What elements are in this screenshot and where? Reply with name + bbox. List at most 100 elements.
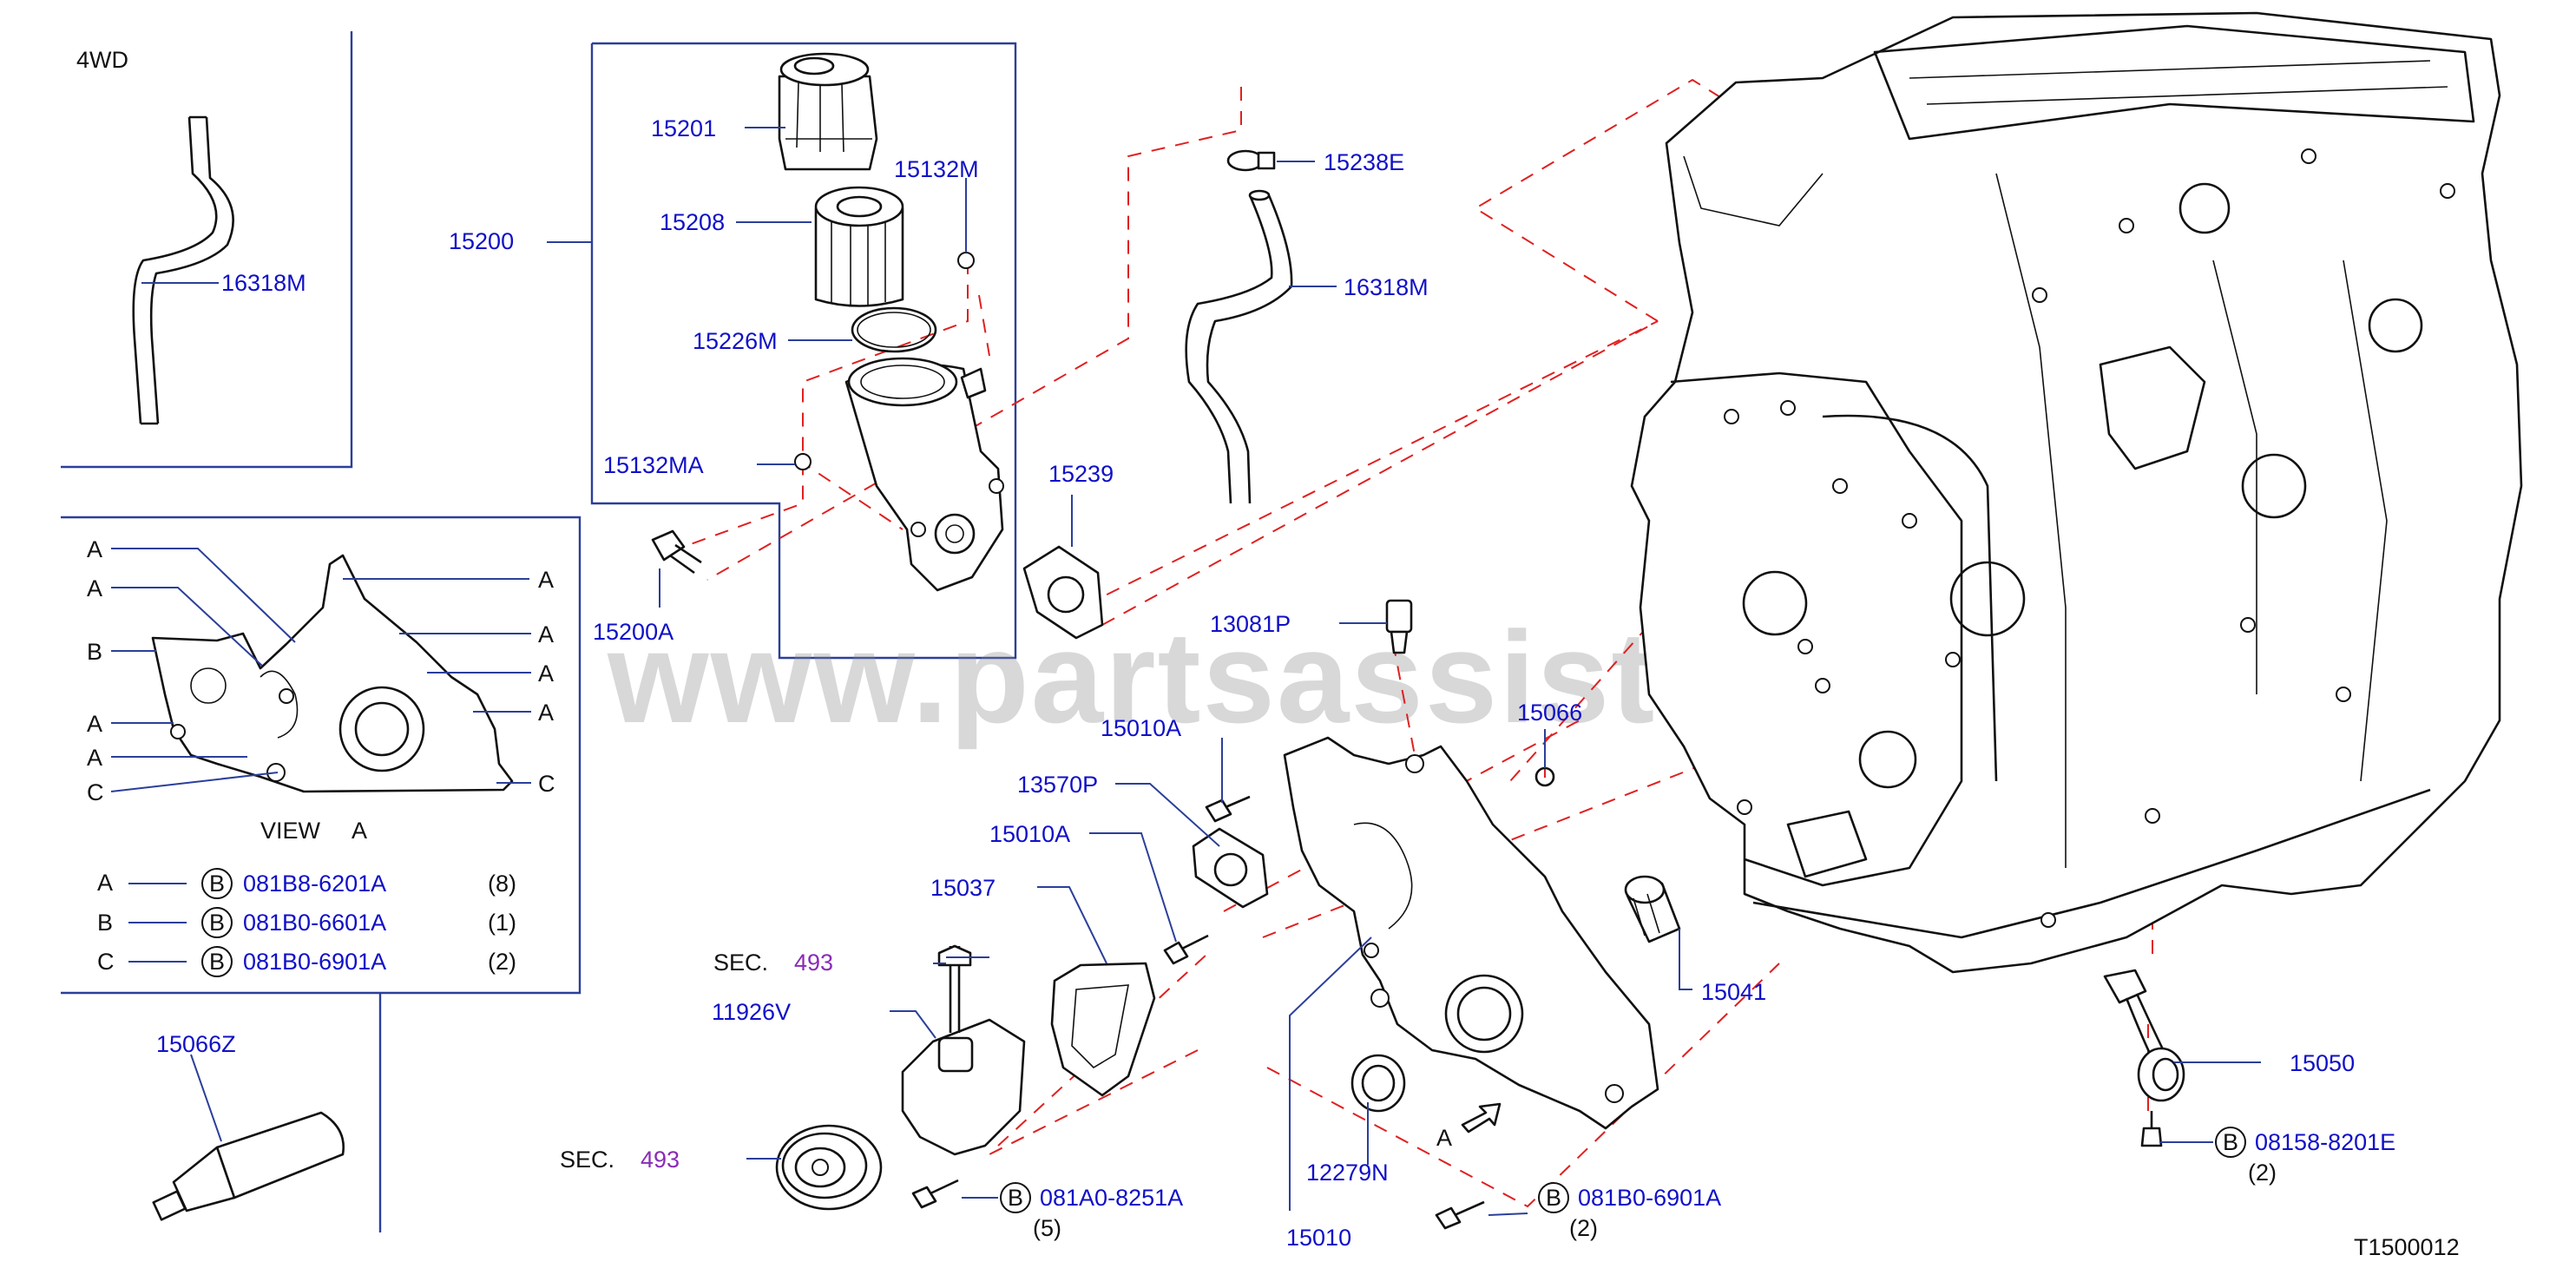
- b-marker-icon: [201, 907, 233, 938]
- part-label-15238E[interactable]: 15238E: [1324, 149, 1404, 175]
- legend-part-number[interactable]: 081B0-6601A: [243, 910, 386, 936]
- part-label-11926V[interactable]: 11926V: [712, 999, 791, 1025]
- part-label-15132M[interactable]: 15132M: [894, 156, 979, 182]
- seal-12279N: [1350, 1054, 1406, 1113]
- bolt-part-number[interactable]: 08158-8201E: [2255, 1129, 2395, 1155]
- direction-arrow-icon: [1461, 1102, 1502, 1134]
- b-marker-icon: [201, 946, 233, 977]
- pulley: [775, 1124, 883, 1211]
- bolt-15010A-mid: [1163, 934, 1209, 965]
- oil-tube-15050: [2103, 969, 2185, 1102]
- legend-row: C B 081B0-6901A (2): [97, 946, 516, 977]
- clamp-15238E: [1226, 149, 1276, 172]
- hose-16318M-left: [132, 115, 234, 425]
- section-ref-upper: SEC. 493: [713, 950, 833, 976]
- part-label-15226M[interactable]: 15226M: [693, 328, 778, 354]
- part-label-15010[interactable]: 15010: [1286, 1225, 1351, 1251]
- bolt-qty: (5): [1033, 1215, 1061, 1241]
- view-point-letter: C: [87, 779, 104, 805]
- bolt-part-number[interactable]: 081A0-8251A: [1040, 1185, 1183, 1211]
- view-a-right-letters: A A A A C: [538, 567, 555, 797]
- part-label-15050[interactable]: 15050: [2290, 1050, 2355, 1076]
- sensor-13081P: [1385, 599, 1413, 654]
- part-label-12279N[interactable]: 12279N: [1306, 1160, 1389, 1186]
- plug-15132MA: [794, 453, 812, 470]
- legend-letter: C: [97, 949, 115, 975]
- bolt-marker: B: [1008, 1185, 1023, 1211]
- section-prefix: SEC.: [560, 1147, 614, 1173]
- part-label-15066[interactable]: 15066: [1517, 700, 1582, 726]
- plug-15132M: [957, 252, 975, 269]
- bearing-15041: [1624, 875, 1681, 943]
- part-label-15010A-mid[interactable]: 15010A: [989, 821, 1070, 847]
- bolt-qty: (2): [1569, 1215, 1598, 1241]
- part-label-16318M-right[interactable]: 16318M: [1344, 274, 1429, 300]
- variant-label: 4WD: [76, 47, 128, 73]
- part-label-13081P[interactable]: 13081P: [1210, 611, 1291, 637]
- legend-row: B B 081B0-6601A (1): [97, 907, 516, 938]
- view-letter: A: [352, 818, 367, 844]
- section-number[interactable]: 493: [794, 950, 833, 976]
- b-marker-icon: [201, 868, 233, 899]
- view-point-letter: A: [538, 660, 554, 687]
- view-arrow-letter: A: [1436, 1125, 1452, 1151]
- view-point-letter: A: [538, 567, 554, 593]
- view-a-leaders: [110, 548, 531, 792]
- part-label-13570P[interactable]: 13570P: [1017, 772, 1098, 798]
- o-ring-15226M: [851, 306, 937, 353]
- engine-block: [1630, 11, 2523, 974]
- part-label-15239[interactable]: 15239: [1048, 461, 1114, 487]
- section-prefix: SEC.: [713, 950, 768, 976]
- block-bolts: [1724, 148, 2455, 928]
- part-label-16318M[interactable]: 16318M: [221, 270, 306, 296]
- bolt-legend: A B 081B8-6201A (8) B B 081B0-6601A (1) …: [97, 868, 516, 977]
- part-label-15066Z[interactable]: 15066Z: [156, 1031, 236, 1057]
- legend-part-number[interactable]: 081B8-6201A: [243, 871, 386, 897]
- section-number[interactable]: 493: [641, 1147, 680, 1173]
- view-point-letter: A: [87, 745, 102, 771]
- legend-row: A B 081B8-6201A (8): [97, 868, 516, 899]
- part-label-15200A[interactable]: 15200A: [593, 619, 674, 645]
- legend-qty: (2): [488, 949, 516, 975]
- diagram-id: T1500012: [2354, 1234, 2460, 1260]
- legend-part-number[interactable]: 081B0-6901A: [243, 949, 386, 975]
- part-label-15010A[interactable]: 15010A: [1101, 715, 1181, 741]
- view-point-letter: A: [538, 700, 554, 726]
- gasket-13570P: [1192, 827, 1269, 909]
- sealant-tube-15066Z: [152, 1111, 345, 1221]
- view-point-letter: A: [87, 536, 102, 562]
- view-title: VIEW: [260, 818, 321, 844]
- bolt-15010A-top: [1205, 795, 1251, 823]
- legend-letter: A: [97, 870, 113, 896]
- panel-frames: [61, 31, 1017, 1232]
- water-pump-11926V: [901, 944, 1026, 1156]
- part-label-15132MA[interactable]: 15132MA: [603, 452, 704, 478]
- view-point-letter: A: [87, 575, 102, 601]
- b-marker-icon: [2215, 1127, 2246, 1158]
- part-label-15201[interactable]: 15201: [651, 115, 716, 141]
- part-label-15037[interactable]: 15037: [930, 875, 996, 901]
- part-label-15200[interactable]: 15200: [449, 228, 514, 254]
- leader-lines: [547, 127, 2261, 1216]
- view-point-letter: A: [538, 621, 554, 647]
- oil-filter-cap-15201: [778, 52, 878, 171]
- view-point-letter: B: [87, 639, 102, 665]
- bolt-part-number[interactable]: 081B0-6901A: [1578, 1185, 1721, 1211]
- bolt-callout: B 081A0-8251A (5): [1000, 1182, 1183, 1241]
- gasket-15239: [1022, 545, 1104, 640]
- bolt-marker: B: [1546, 1185, 1561, 1211]
- gasket-15037: [1050, 962, 1156, 1097]
- legend-qty: (1): [488, 910, 516, 936]
- bolt-qty: (2): [2248, 1160, 2277, 1186]
- oil-filter-element-15208: [814, 186, 904, 307]
- part-label-15041[interactable]: 15041: [1701, 979, 1766, 1005]
- part-label-15208[interactable]: 15208: [660, 209, 725, 235]
- view-a-left-letters: A A B A A C: [87, 536, 104, 805]
- legend-letter: B: [97, 910, 113, 936]
- hose-16318M-right: [1185, 189, 1293, 504]
- bolt-08158-8201E: [2140, 1111, 2163, 1147]
- bolt-callout: B 08158-8201E (2): [2215, 1127, 2395, 1186]
- oil-filter-housing: [844, 357, 1004, 592]
- section-ref-lower: SEC. 493: [560, 1147, 680, 1173]
- b-marker-icon: [1538, 1182, 1569, 1213]
